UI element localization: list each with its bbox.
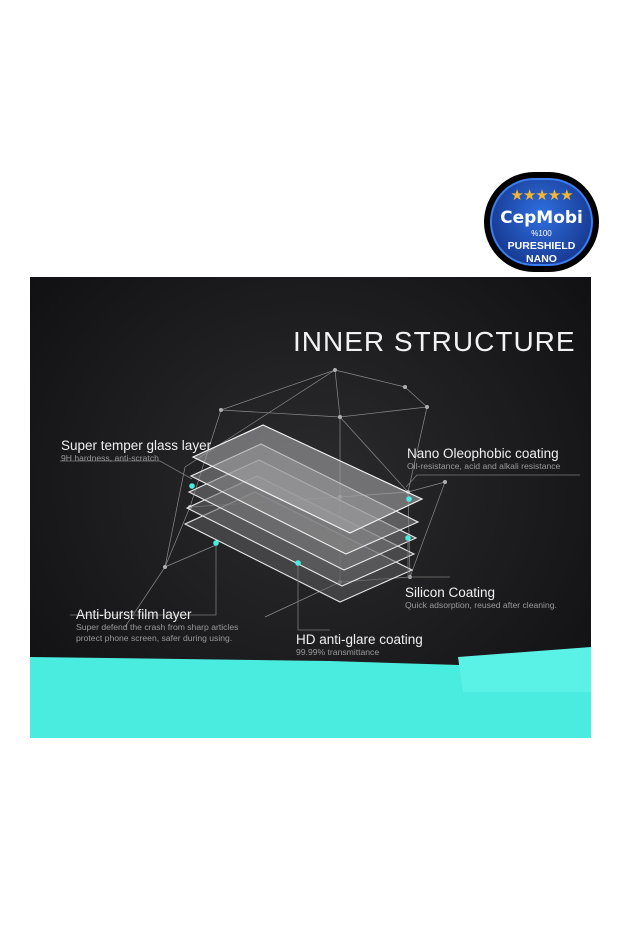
layer-1 — [191, 424, 424, 534]
callout-lines — [60, 460, 580, 631]
badge-line-1: PURESHIELD — [507, 240, 576, 252]
label-super-temper: Super temper glass layer 9H hardness, an… — [61, 438, 211, 464]
label-anti-burst-sub-2: protect phone screen, safer during using… — [76, 633, 233, 643]
page-title: INNER STRUCTURE — [293, 326, 576, 357]
teal-dots — [189, 483, 412, 566]
badge-brand: CepMobi — [500, 208, 583, 228]
badge-percent: %100 — [531, 229, 552, 238]
stars-icon: ★★★★★ — [510, 186, 573, 204]
badge-inner: ★★★★★ CepMobi %100 PURESHIELD NANO — [490, 178, 593, 266]
glass-layers — [183, 424, 424, 603]
label-super-temper-title: Super temper glass layer — [61, 438, 212, 453]
label-silicon-sub: Quick adsorption, reused after cleaning. — [405, 600, 557, 610]
teal-block — [458, 647, 591, 692]
label-hd-title: HD anti-glare coating — [296, 632, 423, 647]
label-super-temper-sub: 9H hardness, anti-scratch — [61, 453, 159, 463]
structure-illustration — [30, 368, 591, 738]
label-nano-sub: Oil-resistance, acid and alkali resistan… — [407, 461, 561, 471]
badge-line-2: NANO — [526, 253, 557, 265]
inner-structure-panel: INNER STRUCTURE Super temper glass layer… — [30, 277, 591, 738]
label-hd-sub: 99.99% transmittance — [296, 647, 380, 657]
label-anti-burst-sub-1: Super defend the crash from sharp articl… — [76, 622, 239, 632]
label-silicon-title: Silicon Coating — [405, 585, 496, 600]
label-anti-burst: Anti-burst film layer Super defend the c… — [76, 607, 238, 644]
label-silicon: Silicon Coating Quick adsorption, reused… — [405, 585, 557, 611]
cepmobi-badge: ★★★★★ CepMobi %100 PURESHIELD NANO — [484, 172, 599, 272]
label-hd: HD anti-glare coating 99.99% transmittan… — [296, 632, 423, 658]
label-nano: Nano Oleophobic coating Oil-resistance, … — [407, 446, 560, 472]
label-anti-burst-title: Anti-burst film layer — [76, 607, 192, 622]
label-nano-title: Nano Oleophobic coating — [407, 446, 559, 461]
teal-band — [30, 657, 591, 738]
